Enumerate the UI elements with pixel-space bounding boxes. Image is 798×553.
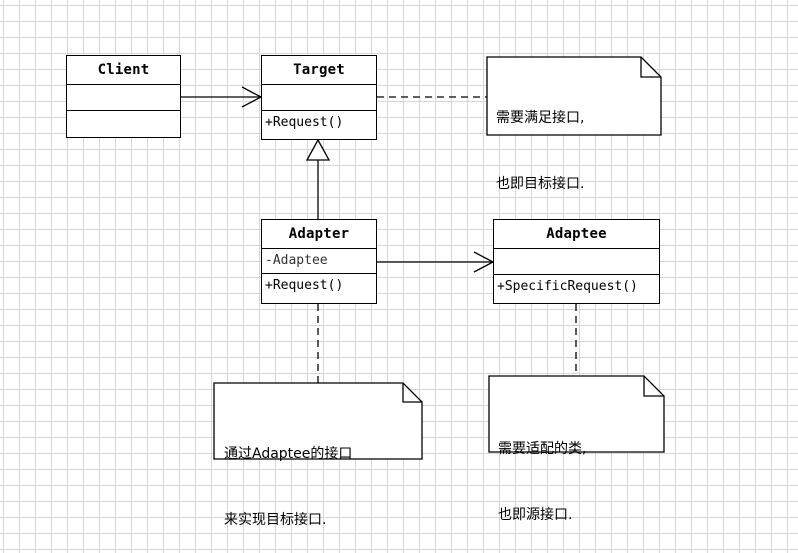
adaptee-class[interactable]: Adaptee +SpecificRequest() [493, 219, 660, 304]
adapter-note-text: 通过Adaptee的接口 来实现目标接口. [224, 399, 352, 553]
adaptee-note-shape [488, 375, 665, 453]
target-class[interactable]: Target +Request() [261, 55, 377, 140]
adapter-note-shape [213, 382, 423, 460]
adapter-operations-compartment: +Request() [262, 273, 376, 298]
adaptee-attributes-compartment [494, 248, 659, 274]
target-note-shape [486, 56, 662, 136]
adaptee-note-line-1: 需要适配的类, [498, 441, 587, 457]
diagram-connectors [181, 56, 665, 460]
adapter-operation-request: +Request() [265, 278, 344, 293]
adapter-attributes-compartment: -Adaptee [262, 248, 376, 273]
target-note-text: 需要满足接口, 也即目标接口. [496, 63, 584, 217]
adaptee-note-line-2: 也即源接口. [498, 507, 573, 523]
adapter-class[interactable]: Adapter -Adaptee +Request() [261, 219, 377, 304]
adapter-attribute-adaptee: -Adaptee [265, 253, 328, 268]
target-class-name: Target [293, 62, 345, 78]
adaptee-operation-specific-request: +SpecificRequest() [497, 279, 638, 294]
client-operations-compartment [67, 110, 180, 136]
generalization-triangle [305, 138, 331, 161]
adaptee-class-name: Adaptee [546, 226, 607, 242]
client-class[interactable]: Client [66, 55, 181, 138]
client-attributes-compartment [67, 84, 180, 110]
adapter-note-line-2: 来实现目标接口. [224, 512, 327, 528]
adapter-note-line-1: 通过Adaptee的接口 [224, 446, 353, 462]
target-operation-request: +Request() [265, 115, 344, 130]
target-attributes-compartment [262, 84, 376, 110]
target-note-line-1: 需要满足接口, [496, 110, 585, 126]
target-note-line-2: 也即目标接口. [496, 176, 585, 192]
adaptee-operations-compartment: +SpecificRequest() [494, 274, 659, 299]
client-class-name: Client [97, 62, 150, 78]
adapter-class-name: Adapter [288, 226, 350, 242]
adaptee-note-text: 需要适配的类, 也即源接口. [498, 394, 586, 548]
target-operations-compartment: +Request() [262, 110, 376, 135]
